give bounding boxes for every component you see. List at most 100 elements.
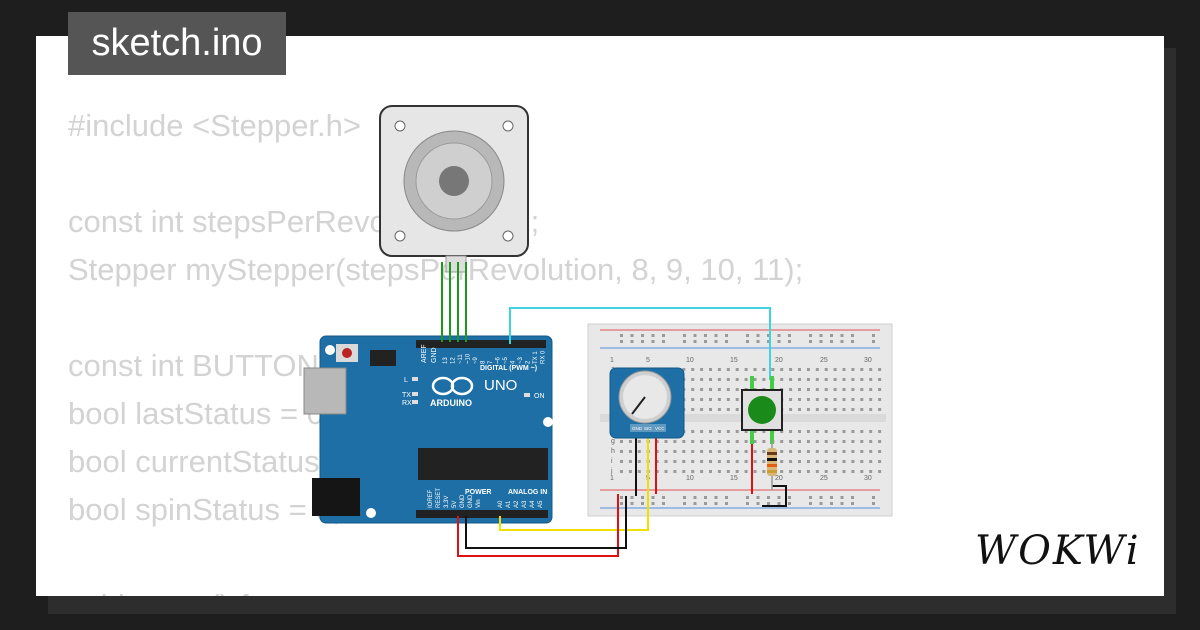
breadboard-hole[interactable] <box>744 440 748 443</box>
breadboard-hole[interactable] <box>744 368 748 371</box>
rail-hole[interactable] <box>693 502 697 505</box>
breadboard-hole[interactable] <box>780 368 784 371</box>
breadboard-hole[interactable] <box>762 460 766 463</box>
breadboard-hole[interactable] <box>789 368 793 371</box>
rail-hole[interactable] <box>851 334 854 337</box>
breadboard-hole[interactable] <box>709 378 712 381</box>
breadboard-hole[interactable] <box>709 450 712 453</box>
breadboard-hole[interactable] <box>717 378 721 381</box>
rail-hole[interactable] <box>620 340 623 343</box>
breadboard-hole[interactable] <box>762 430 766 433</box>
breadboard-hole[interactable] <box>860 408 864 411</box>
reset-button-cap[interactable] <box>342 348 352 358</box>
rail-hole[interactable] <box>840 340 844 343</box>
breadboard-hole[interactable] <box>709 440 712 443</box>
breadboard-hole[interactable] <box>673 450 677 453</box>
breadboard-hole[interactable] <box>815 450 819 453</box>
breadboard-hole[interactable] <box>878 388 882 391</box>
breadboard-hole[interactable] <box>780 450 784 453</box>
breadboard-hole[interactable] <box>842 440 846 443</box>
rail-hole[interactable] <box>809 502 812 505</box>
breadboard-hole[interactable] <box>637 440 641 443</box>
breadboard-hole[interactable] <box>717 450 721 453</box>
breadboard-hole[interactable] <box>709 388 712 391</box>
rail-hole[interactable] <box>683 340 686 343</box>
breadboard-hole[interactable] <box>620 460 623 463</box>
breadboard-hole[interactable] <box>753 430 757 433</box>
breadboard-hole[interactable] <box>717 430 721 433</box>
rail-hole[interactable] <box>788 334 791 337</box>
rail-hole[interactable] <box>851 496 854 499</box>
rail-hole[interactable] <box>840 496 844 499</box>
breadboard-hole[interactable] <box>691 398 695 401</box>
rail-hole[interactable] <box>872 334 875 337</box>
breadboard-hole[interactable] <box>700 440 704 443</box>
breadboard-hole[interactable] <box>753 368 757 371</box>
breadboard-hole[interactable] <box>691 430 695 433</box>
breadboard-hole[interactable] <box>869 388 873 391</box>
breadboard-hole[interactable] <box>815 430 819 433</box>
breadboard-hole[interactable] <box>833 408 837 411</box>
rail-hole[interactable] <box>819 340 823 343</box>
rail-hole[interactable] <box>630 502 634 505</box>
breadboard-hole[interactable] <box>789 378 793 381</box>
breadboard-hole[interactable] <box>700 460 704 463</box>
breadboard-hole[interactable] <box>806 408 810 411</box>
breadboard-hole[interactable] <box>771 368 775 371</box>
breadboard-hole[interactable] <box>851 388 855 391</box>
rail-hole[interactable] <box>851 502 854 505</box>
breadboard-hole[interactable] <box>789 398 793 401</box>
breadboard-hole[interactable] <box>833 440 837 443</box>
breadboard-hole[interactable] <box>735 430 739 433</box>
breadboard-hole[interactable] <box>833 398 837 401</box>
breadboard-hole[interactable] <box>744 460 748 463</box>
breadboard-hole[interactable] <box>824 388 828 391</box>
rail-hole[interactable] <box>767 502 770 505</box>
breadboard-hole[interactable] <box>798 388 801 391</box>
breadboard-hole[interactable] <box>682 460 686 463</box>
rail-hole[interactable] <box>651 340 655 343</box>
breadboard-hole[interactable] <box>806 430 810 433</box>
breadboard-hole[interactable] <box>726 470 730 473</box>
breadboard-hole[interactable] <box>851 378 855 381</box>
breadboard-hole[interactable] <box>700 398 704 401</box>
breadboard-hole[interactable] <box>851 440 855 443</box>
breadboard-hole[interactable] <box>869 460 873 463</box>
breadboard-hole[interactable] <box>691 388 695 391</box>
breadboard-hole[interactable] <box>869 430 873 433</box>
breadboard-hole[interactable] <box>637 460 641 463</box>
breadboard-hole[interactable] <box>851 470 855 473</box>
breadboard-hole[interactable] <box>869 450 873 453</box>
breadboard-hole[interactable] <box>798 460 801 463</box>
rail-hole[interactable] <box>756 496 760 499</box>
pushbutton[interactable] <box>741 376 783 444</box>
rail-hole[interactable] <box>819 496 823 499</box>
breadboard-hole[interactable] <box>869 408 873 411</box>
rail-hole[interactable] <box>830 340 833 343</box>
rail-hole[interactable] <box>777 340 781 343</box>
breadboard-hole[interactable] <box>869 378 873 381</box>
breadboard-hole[interactable] <box>744 430 748 433</box>
breadboard-hole[interactable] <box>842 460 846 463</box>
rail-hole[interactable] <box>683 334 686 337</box>
rail-hole[interactable] <box>704 334 707 337</box>
rail-hole[interactable] <box>651 502 655 505</box>
breadboard-hole[interactable] <box>682 450 686 453</box>
rail-hole[interactable] <box>641 496 644 499</box>
rail-hole[interactable] <box>651 496 655 499</box>
breadboard-hole[interactable] <box>815 378 819 381</box>
breadboard-hole[interactable] <box>762 378 766 381</box>
rail-hole[interactable] <box>872 496 875 499</box>
breadboard-hole[interactable] <box>815 460 819 463</box>
breadboard-hole[interactable] <box>735 470 739 473</box>
breadboard-hole[interactable] <box>789 408 793 411</box>
breadboard-hole[interactable] <box>789 388 793 391</box>
breadboard-hole[interactable] <box>833 368 837 371</box>
breadboard-hole[interactable] <box>744 450 748 453</box>
rail-hole[interactable] <box>662 502 665 505</box>
breadboard-hole[interactable] <box>851 430 855 433</box>
breadboard-hole[interactable] <box>878 378 882 381</box>
breadboard-hole[interactable] <box>709 460 712 463</box>
breadboard-hole[interactable] <box>789 440 793 443</box>
breadboard-hole[interactable] <box>806 388 810 391</box>
